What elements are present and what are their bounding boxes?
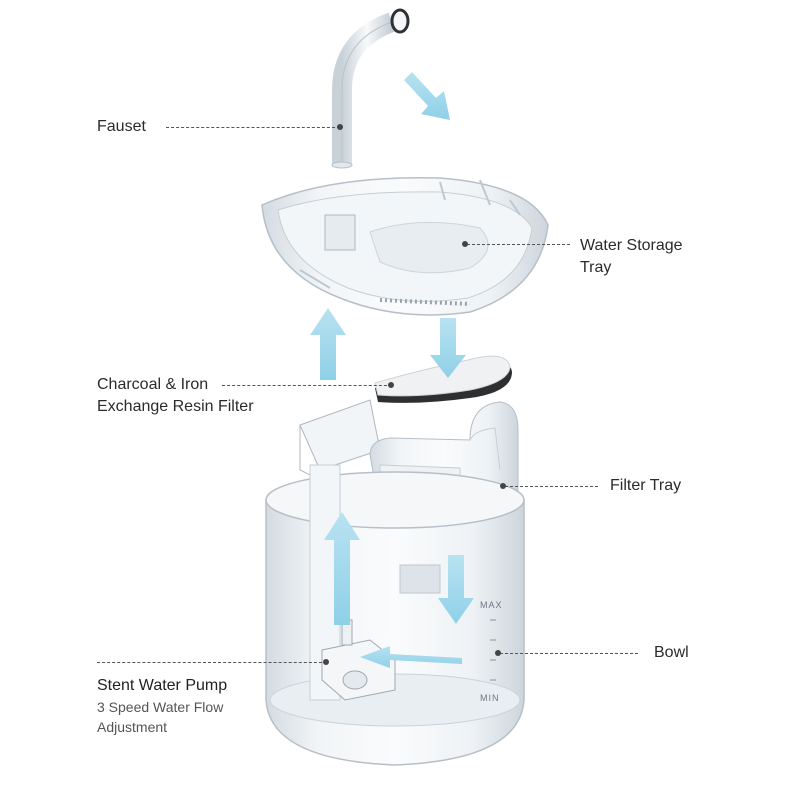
pump-title: Stent Water Pump (97, 677, 228, 694)
arrow-down-center (430, 318, 466, 378)
arrow-up-pump (324, 512, 360, 625)
bowl-leader-dot (495, 650, 501, 656)
water-storage-tray-label-line2: Tray (580, 259, 612, 276)
min-marker: MIN (480, 693, 500, 703)
filter-label-line2: Exchange Resin Filter (97, 398, 254, 415)
filter-tray-leader (505, 486, 598, 487)
filter-part (374, 355, 512, 403)
filter-tray-leader-dot (500, 483, 506, 489)
pump-leader (97, 662, 327, 663)
arrow-down-bowl (438, 555, 474, 624)
filter-tray-label: Filter Tray (610, 477, 682, 494)
pump-label: Stent Water Pump 3 Speed Water Flow Adju… (97, 675, 227, 737)
bowl-leader (500, 653, 638, 654)
flow-arrows (310, 72, 474, 668)
filter-leader (222, 385, 392, 386)
filter-label: Charcoal & Iron Exchange Resin Filter (97, 374, 254, 418)
bowl-label: Bowl (654, 644, 689, 661)
filter-leader-dot (388, 382, 394, 388)
water-storage-tray-label-line1: Water Storage (580, 237, 683, 254)
water-storage-tray-label: Water Storage Tray (580, 235, 683, 279)
faucet-part (331, 8, 410, 169)
pump-leader-dot (323, 659, 329, 665)
bowl-part (265, 464, 525, 766)
water-storage-tray-part (261, 176, 549, 316)
pump-sub-line1: 3 Speed Water Flow (97, 699, 224, 715)
pump-sub-line2: Adjustment (97, 719, 168, 735)
arrow-into-tray (404, 72, 450, 120)
max-marker: MAX (480, 600, 503, 610)
arrow-into-pump (360, 646, 462, 668)
faucet-leader (166, 127, 340, 128)
faucet-label: Fauset (97, 118, 146, 135)
arrow-up-left (310, 308, 346, 380)
filter-label-line1: Charcoal & Iron (97, 376, 209, 393)
faucet-leader-dot (337, 124, 343, 130)
storage-tray-leader-dot (462, 241, 468, 247)
pump-part (321, 619, 396, 701)
storage-tray-leader (467, 244, 570, 245)
